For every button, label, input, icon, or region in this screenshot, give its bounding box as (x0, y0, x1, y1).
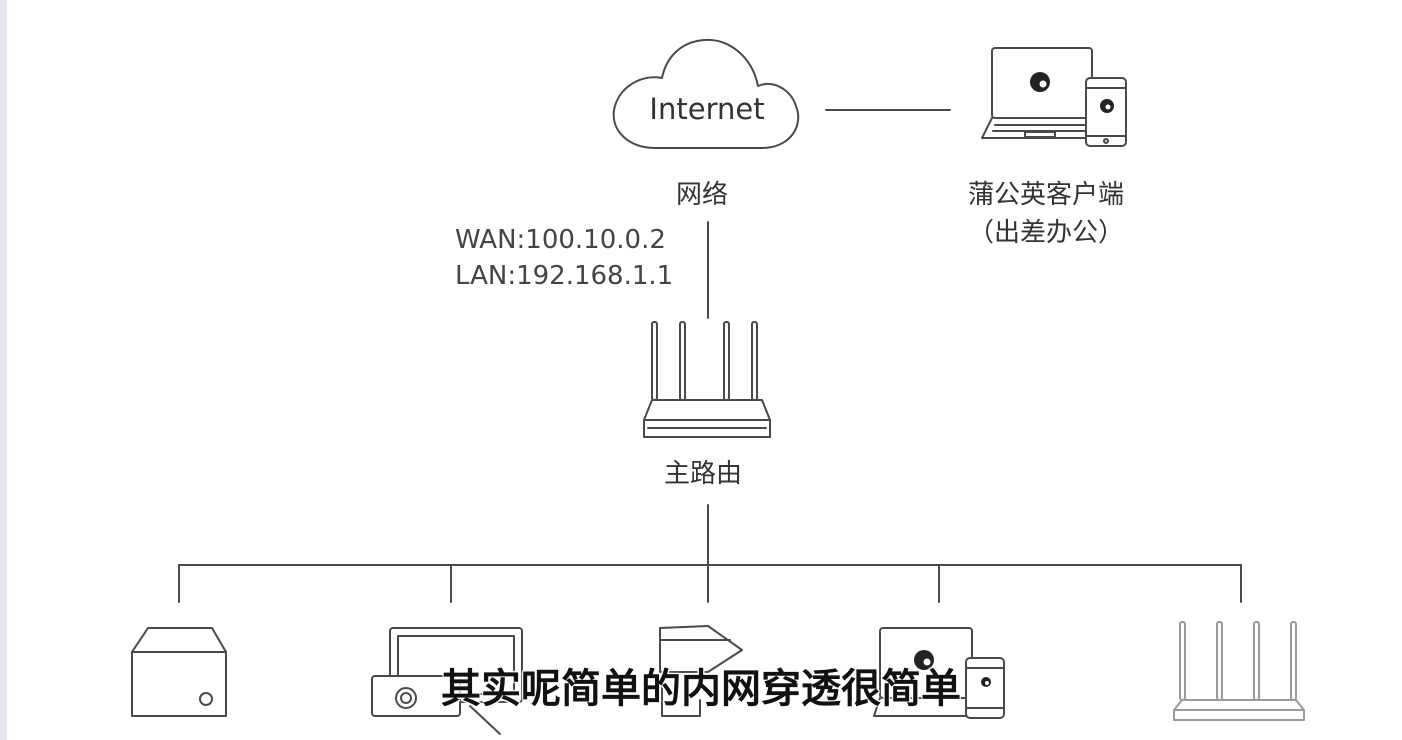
wan-ip-label: WAN:100.10.0.2 (455, 225, 666, 255)
left-edge-strip (0, 0, 7, 740)
security-camera-icon (659, 625, 743, 717)
internet-label: Internet (649, 92, 764, 126)
video-subtitle: 其实呢简单的内网穿透很简单 (441, 666, 961, 712)
nas-storage-icon (131, 627, 227, 717)
router-label: 主路由 (664, 459, 743, 489)
lan-laptop-phone-icon (873, 627, 1005, 719)
main-router-icon (643, 321, 771, 438)
client-label-line1: 蒲公英客户端 (968, 180, 1125, 210)
secondary-router-icon (1173, 621, 1305, 721)
client-label-line2: （出差办公） (968, 218, 1125, 248)
laptop-phone-icon (981, 47, 1127, 147)
cloud-icon (612, 38, 800, 149)
monitor-projector-icon (371, 627, 523, 735)
network-label: 网络 (676, 180, 729, 210)
lan-ip-label: LAN:192.168.1.1 (455, 261, 674, 291)
